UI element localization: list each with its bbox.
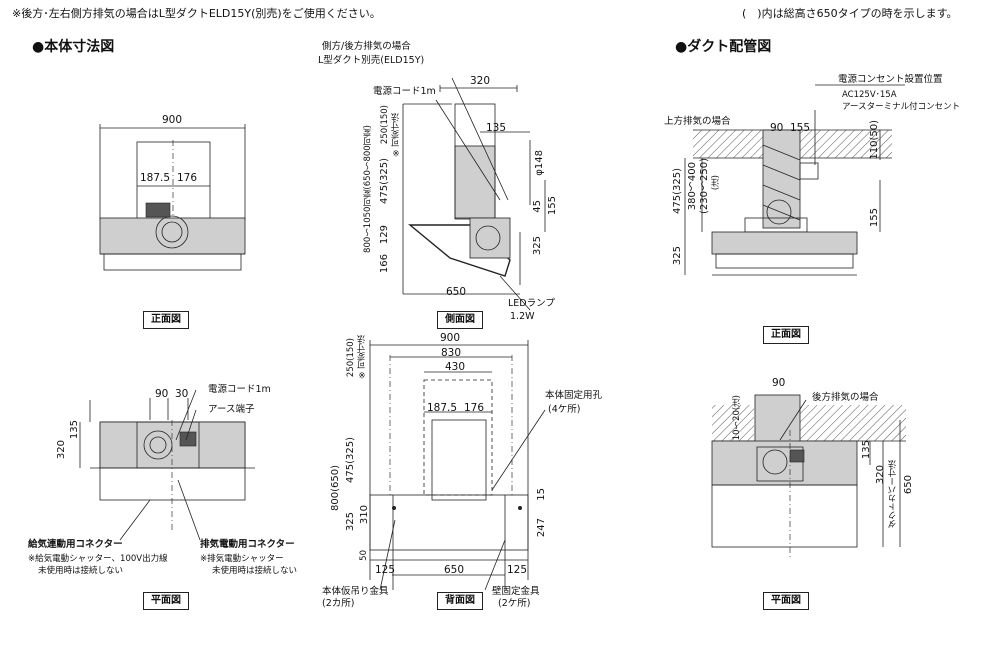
side-dim-phi148: φ148 bbox=[534, 150, 545, 176]
back-label-temp-hanger-count: (2カ所) bbox=[322, 598, 355, 609]
duct-plan-vert-10: 10～20(注) bbox=[732, 395, 742, 441]
plan-note-exhaust-1: ※排気電動シャッター bbox=[200, 554, 284, 564]
back-dim-125-right: 125 bbox=[507, 564, 528, 576]
back-dim-650: 650 bbox=[444, 564, 465, 576]
top-note-right: ( )内は総高さ650タイプの時を示します。 bbox=[742, 7, 958, 20]
back-dim-176: 176 bbox=[464, 402, 485, 414]
front-dim-right: 176 bbox=[177, 172, 198, 184]
side-label-lduct-1: 側方/後方排気の場合 bbox=[322, 41, 411, 52]
plan-note-supply-1: ※給気電動シャッター、100V出力線 bbox=[28, 554, 168, 564]
duct-front-vert-155: 155 bbox=[869, 208, 880, 228]
back-dim-15: 15 bbox=[536, 488, 547, 501]
duct-plan-vert-135: 135 bbox=[861, 440, 872, 460]
front-dim-left: 187.5 bbox=[140, 172, 171, 184]
back-label-wall-bracket: 壁固定金具 bbox=[492, 586, 540, 597]
plan-vert-320: 320 bbox=[56, 440, 67, 460]
side-caption: 側面図 bbox=[437, 311, 483, 329]
plan-vert-135: 135 bbox=[69, 420, 80, 440]
back-label-fix-hole-count: (4ケ所) bbox=[548, 404, 581, 415]
back-dim-125-left: 125 bbox=[375, 564, 396, 576]
front-caption: 正面図 bbox=[143, 311, 189, 329]
side-label-lduct-2: L型ダクト別売(ELD15Y) bbox=[318, 55, 425, 66]
side-vert-kahen: ※可変寸法 bbox=[391, 113, 401, 157]
front-view-drawing bbox=[99, 124, 246, 271]
duct-plan-caption: 平面図 bbox=[763, 592, 809, 610]
side-vert-250: 250(150) bbox=[380, 105, 390, 145]
plan-label-cord: 電源コード1m bbox=[208, 384, 271, 395]
plan-note-supply-2: 未使用時は接続しない bbox=[38, 566, 124, 576]
duct-front-dim-90: 90 bbox=[770, 122, 784, 134]
back-dim-247: 247 bbox=[536, 518, 547, 538]
side-dim-320: 320 bbox=[470, 75, 491, 87]
side-label-cord: 電源コード1m bbox=[373, 86, 436, 97]
side-view-drawing bbox=[402, 77, 546, 311]
duct-plan-vert-320: 320 bbox=[875, 465, 886, 485]
back-vert-325: 325 bbox=[345, 512, 356, 532]
duct-front-drawing bbox=[684, 84, 905, 276]
back-view-drawing bbox=[369, 340, 546, 591]
plan-label-exhaust: 排気電動用コネクター bbox=[200, 539, 295, 550]
back-label-fix-hole: 本体固定用孔 bbox=[545, 390, 603, 401]
top-note-left: ※後方･左右側方排気の場合はL型ダクトELD15Y(別売)をご使用ください。 bbox=[12, 7, 381, 20]
duct-label-outlet: 電源コンセント設置位置 bbox=[838, 74, 943, 85]
plan-label-earth: アース端子 bbox=[208, 404, 255, 415]
duct-front-vert-380: 380～400 bbox=[687, 162, 698, 211]
front-dim-width: 900 bbox=[162, 114, 183, 126]
duct-label-ac: AC125V･15A bbox=[842, 90, 897, 100]
back-vert-kahen: ※可変寸法 bbox=[357, 335, 367, 379]
duct-plan-vert-cover: ダクトカバー寸法 bbox=[888, 460, 898, 528]
side-vert-475: 475(325) bbox=[379, 158, 390, 204]
duct-front-vert-chu: (注) bbox=[711, 175, 721, 191]
back-dim-900: 900 bbox=[440, 332, 461, 344]
duct-front-vert-110: 110(50) bbox=[869, 120, 880, 160]
duct-front-vert-475: 475(325) bbox=[672, 168, 683, 214]
plan-note-exhaust-2: 未使用時は接続しない bbox=[212, 566, 298, 576]
back-vert-310: 310 bbox=[359, 505, 370, 525]
plan-dim-30: 30 bbox=[175, 388, 189, 400]
side-led-2: 1.2W bbox=[510, 311, 535, 322]
duct-plan-label-rear: 後方排気の場合 bbox=[812, 392, 879, 403]
side-led-1: LEDランプ bbox=[508, 298, 555, 309]
back-vert-475: 475(325) bbox=[345, 437, 356, 483]
side-vert-800: 800～1050可変(650～800可変) bbox=[363, 125, 373, 253]
side-dim-135: 135 bbox=[486, 122, 507, 134]
duct-plan-drawing bbox=[711, 394, 906, 560]
side-dim-45: 45 bbox=[532, 200, 543, 213]
duct-front-vert-325: 325 bbox=[672, 246, 683, 266]
duct-label-top-exhaust: 上方排気の場合 bbox=[664, 116, 731, 127]
plan-caption: 平面図 bbox=[143, 592, 189, 610]
duct-front-caption: 正面図 bbox=[763, 326, 809, 344]
section-duct-title: ●ダクト配管図 bbox=[675, 39, 772, 55]
back-vert-50: 50 bbox=[359, 550, 369, 561]
side-dim-650: 650 bbox=[446, 286, 467, 298]
side-vert-166: 166 bbox=[379, 254, 390, 274]
back-vert-800: 800(650) bbox=[330, 465, 341, 511]
side-dim-325: 325 bbox=[532, 236, 543, 256]
plan-label-supply: 給気連動用コネクター bbox=[28, 539, 123, 550]
side-dim-155: 155 bbox=[547, 196, 558, 216]
duct-front-dim-155: 155 bbox=[790, 122, 811, 134]
back-vert-250: 250(150) bbox=[346, 338, 356, 378]
back-label-temp-hanger: 本体仮吊り金具 bbox=[322, 586, 389, 597]
back-caption: 背面図 bbox=[437, 592, 483, 610]
back-dim-1875: 187.5 bbox=[427, 402, 458, 414]
back-dim-830: 830 bbox=[441, 347, 462, 359]
side-vert-129: 129 bbox=[379, 225, 390, 245]
duct-plan-dim-90: 90 bbox=[772, 377, 786, 389]
duct-plan-vert-650: 650 bbox=[903, 475, 914, 495]
section-body-title: ●本体寸法図 bbox=[32, 39, 115, 55]
back-dim-430: 430 bbox=[445, 361, 466, 373]
back-label-wall-bracket-count: (2ケ所) bbox=[498, 598, 531, 609]
plan-view-drawing bbox=[79, 389, 255, 541]
plan-dim-90: 90 bbox=[155, 388, 169, 400]
duct-label-earth-outlet: アースターミナル付コンセント bbox=[842, 102, 961, 112]
duct-front-vert-230: (230～250) bbox=[699, 158, 710, 214]
